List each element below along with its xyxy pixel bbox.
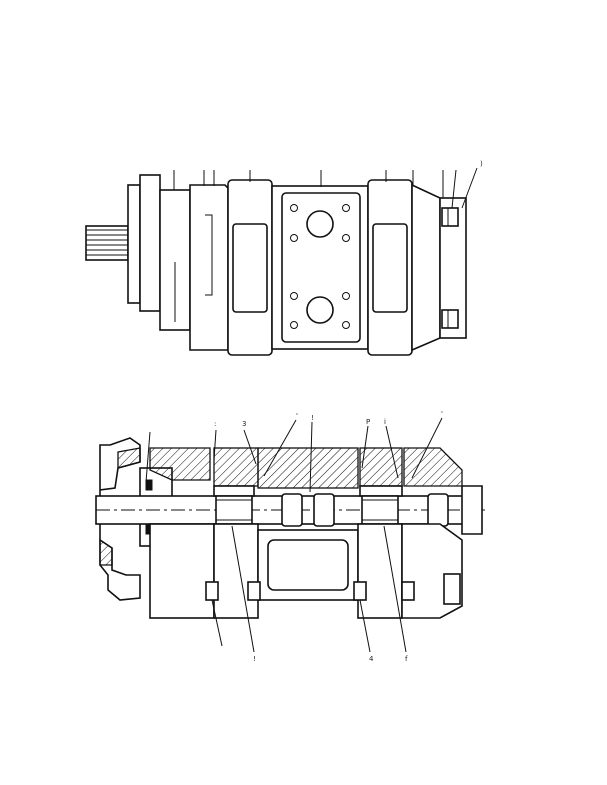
- callout-label: !: [311, 414, 314, 422]
- callout-label: :: [214, 420, 216, 428]
- splined-shaft: [85, 225, 129, 261]
- section-housing-lower: [149, 485, 483, 619]
- pump-section-1: [227, 179, 273, 356]
- mounting-flange: [127, 174, 191, 331]
- pump-section-2: [367, 179, 413, 356]
- rear-cover: [411, 183, 467, 352]
- callout-label: 3: [242, 420, 246, 428]
- callout-label: f: [405, 655, 408, 663]
- sectional-view: : 3 ' ! P i ' ! 4 f: [95, 410, 485, 663]
- exterior-view: ): [85, 160, 483, 356]
- section-top-callouts: : 3 ' ! P i ': [145, 410, 443, 493]
- callout-label: ': [296, 412, 298, 420]
- callout-label: i: [384, 418, 386, 426]
- callout-label: P: [366, 418, 370, 426]
- section-bottom-callouts: ! 4 f: [211, 525, 408, 663]
- callout-label: 4: [369, 655, 374, 663]
- callout-label: ): [480, 160, 483, 168]
- callout-label: !: [253, 655, 256, 663]
- section-gears: [215, 493, 449, 527]
- center-body: [271, 185, 369, 350]
- section-housing-top: [149, 447, 463, 497]
- exterior-callouts: ): [173, 160, 483, 209]
- callout-label: ': [441, 410, 443, 418]
